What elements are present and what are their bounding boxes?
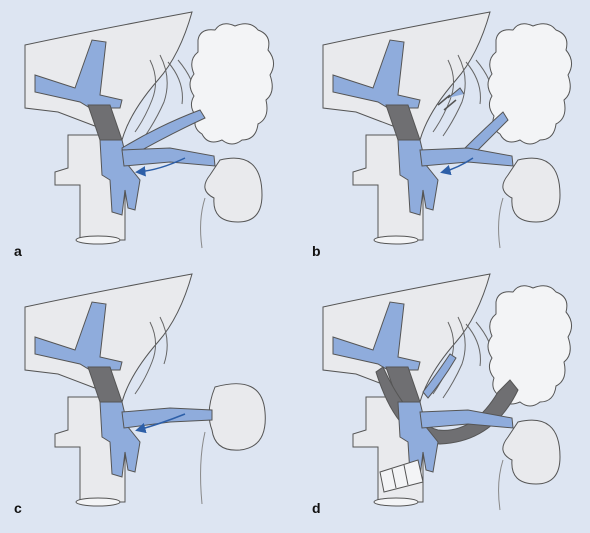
panel-label-a: a [14,243,22,259]
panel-b-illustration [322,11,573,249]
panel-label-d: d [312,500,321,516]
panel-label-b: b [312,243,321,259]
panel-a-illustration [24,11,275,249]
panel-label-c: c [14,500,22,516]
panel-d-illustration [322,273,573,511]
panel-c-illustration [24,273,266,507]
